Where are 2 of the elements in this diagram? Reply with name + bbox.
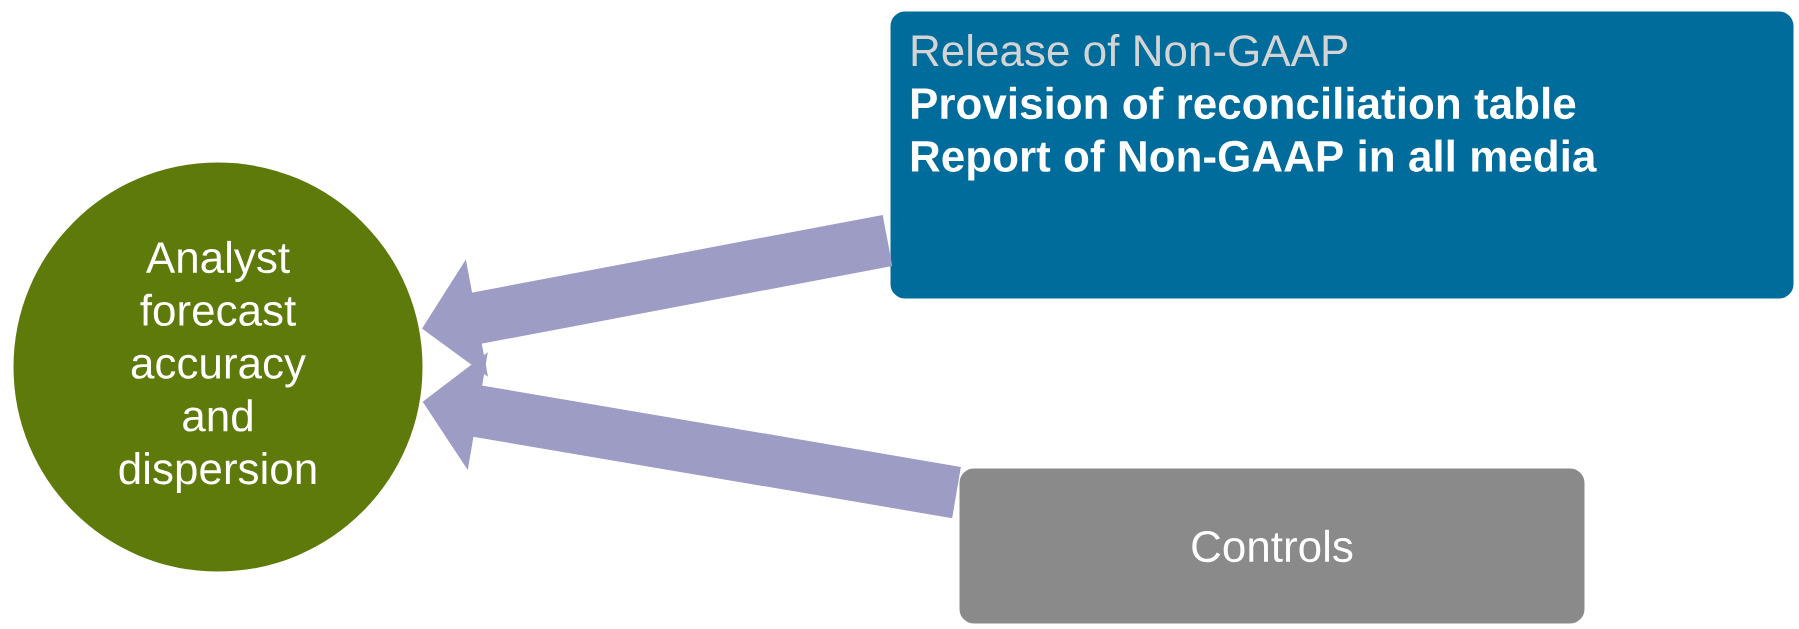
process-box: Release of Non-GAAP Provision of reconciliation table Report of Non-GAAP in all media: [887, 8, 1797, 302]
process-box: Controls: [956, 465, 1588, 627]
